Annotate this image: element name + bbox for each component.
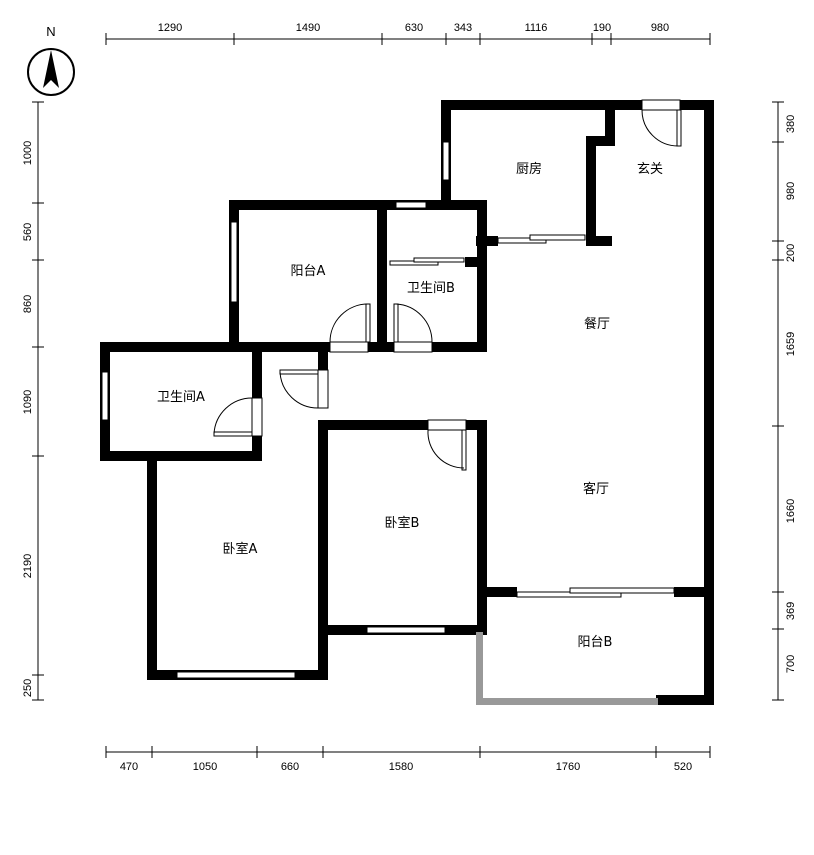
dim-right-2: 980 (785, 182, 797, 200)
dim-bottom-1: 470 (120, 761, 138, 773)
compass: N (27, 24, 75, 96)
door-leaf (213, 431, 253, 437)
bathroom-a-door (251, 397, 263, 437)
door-leaf (365, 303, 371, 343)
dim-top-5: 1116 (525, 22, 548, 34)
door-swing (641, 109, 679, 147)
wall (377, 200, 387, 352)
dim-top-4: 343 (454, 22, 472, 34)
bedroom-b-door (427, 419, 467, 431)
wall (147, 451, 157, 680)
dim-right-3: 200 (785, 244, 797, 262)
window (442, 141, 450, 181)
sliding-door (569, 587, 675, 594)
dim-right-5: 1660 (785, 499, 797, 523)
room-label-balcony-a: 阳台A (291, 264, 326, 279)
door-swing (279, 371, 319, 409)
sliding-door (413, 257, 465, 263)
room-label-kitchen: 厨房 (516, 161, 542, 177)
window (395, 201, 427, 209)
wall (656, 695, 714, 705)
balcony-railing (476, 632, 483, 705)
door-swing (395, 303, 433, 343)
room-label-bathroom-b: 卫生间B (407, 281, 455, 296)
dim-right-6: 369 (785, 602, 797, 620)
wall (477, 587, 517, 597)
window (230, 221, 238, 303)
room-label-entrance: 玄关 (637, 162, 663, 177)
dim-left-3: 860 (22, 295, 34, 313)
room-label-bedroom-b: 卧室B (385, 515, 420, 531)
dim-top-1: 1290 (158, 22, 182, 34)
dimension-left: 1000 560 860 1090 2190 250 (22, 101, 44, 701)
wall (441, 100, 714, 110)
room-labels: 厨房 玄关 阳台A 卫生间B 餐厅 卫生间A 客厅 卧室B 卧室A 阳台B (157, 161, 663, 650)
wall (318, 420, 328, 680)
window (101, 371, 109, 421)
dim-left-2: 560 (22, 223, 34, 241)
windows (101, 141, 675, 679)
dim-left-5: 2190 (22, 554, 34, 578)
balcony-a-door (329, 341, 369, 353)
wall (605, 100, 615, 146)
room-label-balcony-b: 阳台B (578, 635, 613, 650)
dim-bottom-2: 1050 (193, 761, 217, 773)
wall (477, 200, 487, 352)
wall (465, 257, 477, 267)
door-leaf (461, 429, 467, 471)
doors (213, 99, 682, 471)
door-leaf (393, 303, 399, 343)
room-label-dining: 餐厅 (584, 316, 610, 332)
wall (704, 100, 714, 705)
room-label-bedroom-a: 卧室A (223, 541, 258, 557)
dim-bottom-5: 1760 (556, 761, 580, 773)
entrance-door (641, 99, 681, 111)
dimension-bottom: 470 1050 660 1580 1760 520 (105, 746, 711, 773)
wall (318, 342, 328, 370)
wall (229, 200, 487, 210)
dim-top-3: 630 (405, 22, 423, 34)
dim-left-4: 1090 (22, 390, 34, 414)
north-arrow-icon (43, 50, 59, 88)
dim-right-4: 1659 (785, 332, 797, 356)
sliding-door (516, 591, 622, 598)
door-swing (329, 303, 369, 343)
dim-top-6: 190 (593, 22, 611, 34)
dim-top-7: 980 (651, 22, 669, 34)
wall (100, 342, 329, 352)
wall (318, 420, 487, 430)
window (176, 671, 296, 679)
door-leaf (676, 109, 682, 147)
compass-ring (27, 48, 75, 96)
wall (674, 587, 714, 597)
dim-bottom-6: 520 (674, 761, 692, 773)
balcony-railing (476, 698, 658, 705)
room-label-bathroom-a: 卫生间A (157, 390, 205, 405)
dim-left-6: 250 (22, 679, 34, 697)
sliding-door (529, 234, 586, 241)
compass-label: N (46, 24, 55, 39)
dim-bottom-4: 1580 (389, 761, 413, 773)
dimension-right: 380 980 200 1659 1660 369 700 (772, 101, 797, 701)
wall (477, 420, 487, 635)
dim-left-1: 1000 (22, 141, 34, 165)
dim-bottom-3: 660 (281, 761, 299, 773)
wall (586, 136, 614, 146)
door-leaf (279, 369, 319, 375)
dim-right-1: 380 (785, 115, 797, 133)
wall (100, 451, 262, 461)
door-swing (213, 397, 253, 435)
dim-top-2: 1490 (296, 22, 320, 34)
bedroom-a-door (317, 369, 329, 409)
wall (586, 236, 612, 246)
dimension-top: 1290 1490 630 343 1116 190 980 (105, 22, 711, 45)
room-label-living: 客厅 (583, 481, 609, 497)
window (366, 626, 446, 634)
door-swing (427, 429, 465, 469)
dim-right-7: 700 (785, 655, 797, 673)
wall (586, 136, 596, 246)
bathroom-b-door (393, 341, 433, 353)
